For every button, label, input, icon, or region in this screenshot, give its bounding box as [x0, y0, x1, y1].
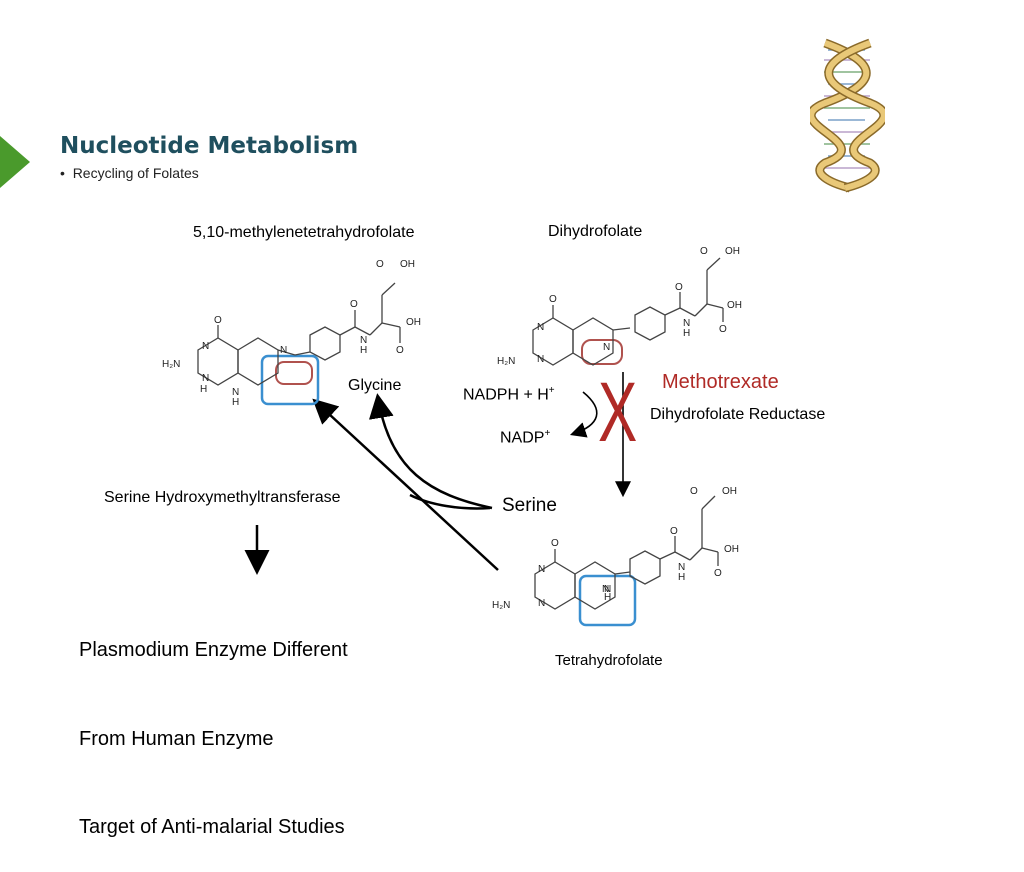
- slide-bullet: • Recycling of Folates: [60, 165, 199, 181]
- svg-text:O: O: [719, 324, 727, 335]
- svg-text:N: N: [538, 564, 545, 575]
- note-line: Plasmodium Enzyme Different: [79, 639, 348, 661]
- label-methotrexate: Methotrexate: [662, 371, 779, 393]
- svg-text:O: O: [714, 568, 722, 579]
- svg-text:N: N: [360, 335, 367, 346]
- svg-text:O: O: [396, 345, 404, 356]
- label-dhfr: Dihydrofolate Reductase: [650, 406, 826, 423]
- arrow-shmt-curve: [409, 493, 491, 510]
- svg-text:N: N: [537, 322, 544, 333]
- svg-text:N: N: [678, 562, 685, 573]
- label-dihydrofolate: Dihydrofolate: [548, 223, 643, 240]
- svg-text:N: N: [202, 341, 209, 352]
- label-nadph: NADPH + H+: [463, 385, 555, 404]
- svg-text:N: N: [232, 387, 239, 398]
- label-glycine: Glycine: [348, 377, 402, 394]
- svg-text:H₂N: H₂N: [492, 600, 510, 611]
- highlight-box-red-methylene: [275, 361, 313, 385]
- highlight-box-methylene: [260, 354, 320, 406]
- highlight-box-dhf: [581, 339, 623, 365]
- svg-text:N: N: [604, 584, 611, 595]
- svg-text:OH: OH: [406, 317, 421, 328]
- svg-text:OH: OH: [722, 486, 737, 497]
- bullet-marker: •: [60, 165, 65, 181]
- svg-text:OH: OH: [727, 300, 742, 311]
- svg-text:N: N: [202, 373, 209, 384]
- svg-text:H: H: [604, 592, 611, 603]
- svg-text:O: O: [551, 538, 559, 549]
- svg-text:O: O: [700, 246, 708, 257]
- nadp-sup: +: [544, 428, 551, 439]
- nadph-sup: +: [548, 385, 555, 396]
- slide-marker-arrow-icon: [0, 136, 30, 188]
- svg-text:N: N: [603, 342, 610, 353]
- label-thf: Tetrahydrofolate: [555, 652, 663, 669]
- pathway-diagram: [244, 339, 637, 627]
- svg-text:H: H: [360, 345, 367, 356]
- note-antimalarial: Plasmodium Enzyme Different From Human E…: [79, 577, 348, 872]
- svg-text:N: N: [280, 345, 287, 356]
- svg-text:OH: OH: [400, 259, 415, 270]
- label-nadp: NADP+: [500, 428, 550, 447]
- svg-text:O: O: [675, 282, 683, 293]
- note-line: Target of Anti-malarial Studies: [79, 816, 345, 838]
- nadph-text: NADPH + H: [463, 386, 549, 404]
- svg-text:H: H: [683, 328, 690, 339]
- note-line: From Human Enzyme: [79, 727, 274, 750]
- arrow-thf-to-methylene: [312, 398, 499, 571]
- svg-text:N: N: [538, 598, 545, 609]
- svg-text:H: H: [232, 397, 239, 408]
- svg-text:H₂N: H₂N: [162, 359, 180, 370]
- svg-text:O: O: [690, 486, 698, 497]
- svg-text:H₂N: H₂N: [497, 356, 515, 367]
- svg-text:N: N: [537, 354, 544, 365]
- svg-text:O: O: [376, 259, 384, 270]
- svg-text:O: O: [350, 299, 358, 310]
- svg-text:O: O: [214, 315, 222, 326]
- inhibition-mark: X: [598, 365, 638, 459]
- svg-text:OH: OH: [724, 544, 739, 555]
- label-shmt: Serine Hydroxymethyltransferase: [104, 489, 341, 506]
- arrow-serine-to-glycine: [368, 393, 493, 510]
- svg-text:O: O: [549, 294, 557, 305]
- dna-helix-icon: [810, 38, 885, 193]
- svg-text:H: H: [678, 572, 685, 583]
- svg-text:N: N: [602, 584, 609, 595]
- svg-text:O: O: [670, 526, 678, 537]
- svg-text:H: H: [200, 384, 207, 395]
- arrow-nadph-to-nadp: [569, 391, 598, 438]
- bullet-text: Recycling of Folates: [72, 165, 199, 181]
- nadp-text: NADP: [500, 429, 545, 447]
- svg-text:OH: OH: [725, 246, 740, 257]
- label-methylene-thf: 5,10-methylenetetrahydrofolate: [193, 224, 415, 241]
- slide-title: Nucleotide Metabolism: [60, 133, 359, 159]
- svg-text:N: N: [683, 318, 690, 329]
- label-serine: Serine: [502, 495, 557, 516]
